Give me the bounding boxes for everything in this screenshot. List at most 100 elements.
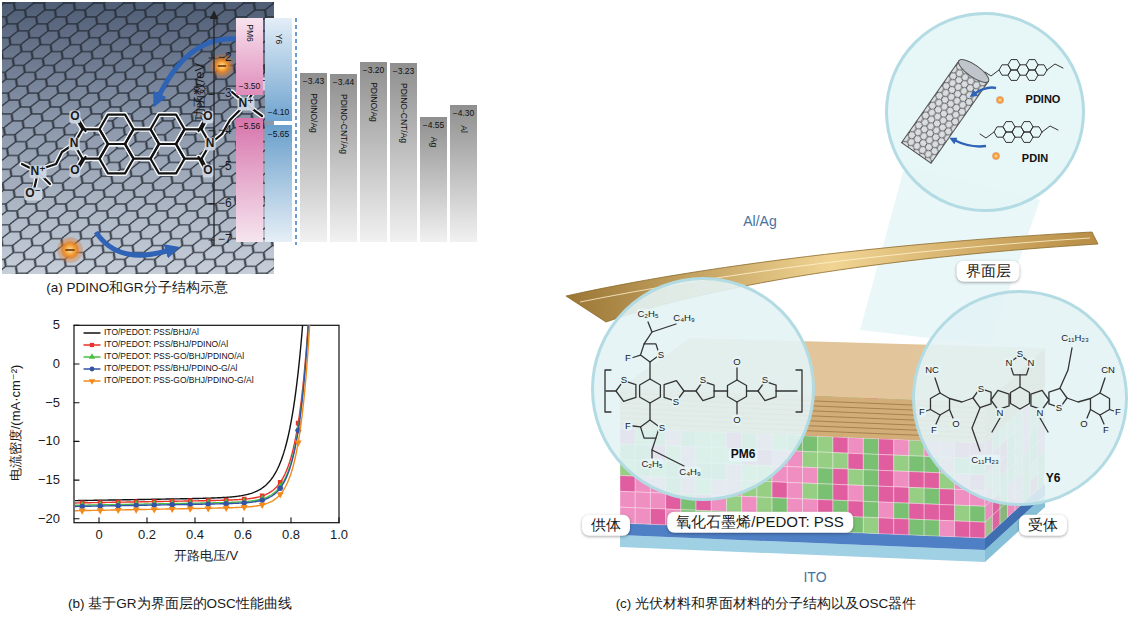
- data-marker: [205, 506, 212, 512]
- data-marker: [277, 492, 284, 498]
- transfer-arrow: [96, 232, 170, 255]
- bond-line: [992, 418, 1000, 432]
- bond-line: [1100, 378, 1105, 393]
- domain-cube: [909, 440, 924, 456]
- carbon-nanotube: [902, 56, 992, 163]
- tick-label: 0.4: [186, 528, 204, 542]
- domain-cube: [993, 508, 1001, 531]
- atom-label: O⁻: [24, 187, 42, 200]
- tick-label: −2: [218, 51, 232, 64]
- domain-cube: [620, 491, 635, 507]
- view-title: 界面层: [957, 261, 1020, 282]
- data-marker: [152, 502, 157, 507]
- atom-label: C₁₁H₂₃: [1060, 333, 1090, 343]
- bond-line: [776, 390, 797, 391]
- energy-value: −4.10: [268, 108, 290, 117]
- caption: (b) 基于GR为界面层的OSC性能曲线: [68, 597, 292, 612]
- domain-cube: [894, 439, 909, 455]
- transfer-arrow: [974, 88, 996, 94]
- domain-cube: [970, 522, 985, 538]
- bond-line: [714, 390, 728, 391]
- data-marker: [133, 508, 140, 514]
- tick-label: −5: [45, 396, 60, 410]
- domain-cube: [635, 508, 650, 524]
- atom-label: F: [1102, 425, 1110, 435]
- domain-cube: [879, 454, 894, 470]
- atom-label: O: [202, 164, 213, 177]
- electron-symbol: [61, 241, 79, 259]
- tick-mark: [338, 518, 339, 523]
- energy-level-bar: PDINO-CNT/Ag−3.23: [390, 63, 417, 242]
- data-marker: [80, 504, 85, 509]
- atom-label: S: [672, 397, 680, 407]
- data-marker: [151, 507, 158, 513]
- energy-level-bar: PM6−3.50−5.56: [236, 18, 263, 242]
- domain-cube: [818, 452, 833, 468]
- domain-cube: [894, 455, 909, 471]
- graphene-lattice: [2, 2, 274, 274]
- jv-curves: [75, 325, 310, 514]
- domain-cube: [909, 456, 924, 472]
- material-name: PM6: [245, 24, 254, 41]
- jv-curve: [75, 325, 310, 510]
- data-marker: [224, 501, 229, 506]
- tick-label: −15: [38, 473, 60, 487]
- tick-mark: [209, 130, 214, 131]
- axis-title: 电流密度/(mA·cm⁻²): [9, 365, 23, 482]
- electron-symbol: [996, 96, 1004, 104]
- tick-label: −5: [218, 161, 232, 174]
- atom-label: O: [732, 357, 741, 367]
- atom-label: N: [1036, 408, 1045, 418]
- panel-a-art: [0, 0, 715, 330]
- energy-value: −3.43: [303, 77, 325, 86]
- molecule-name: PM6: [729, 448, 758, 461]
- ring: [1090, 393, 1109, 415]
- atom-label: O: [69, 110, 80, 123]
- domain-cube: [833, 453, 848, 469]
- domain-cube: [726, 496, 741, 512]
- atom-label: F: [930, 425, 938, 435]
- tick-label: 5: [53, 318, 60, 332]
- data-marker: [188, 502, 193, 507]
- bond-line: [649, 362, 650, 379]
- bond-line: [950, 410, 954, 419]
- atom-label: S: [1055, 403, 1063, 413]
- ring: [991, 390, 1009, 409]
- bond-line: [935, 378, 940, 393]
- minus-sign: [66, 249, 74, 251]
- layer-label: 氧化石墨烯/PEDOT: PSS: [667, 512, 853, 533]
- pm6-structure: [605, 322, 802, 466]
- tick-label: −7: [218, 233, 232, 246]
- bond-line: [980, 132, 994, 138]
- energy-value: −3.20: [363, 66, 385, 75]
- material-name: PDINO-CNT/Ag: [339, 94, 348, 154]
- bond-line: [652, 438, 656, 458]
- atom-label: N: [205, 137, 216, 150]
- bond-line: [985, 70, 999, 76]
- data-marker: [116, 503, 121, 508]
- data-marker: [115, 508, 122, 514]
- jv-curve: [75, 325, 304, 500]
- data-marker: [79, 509, 86, 515]
- domain-cube: [970, 506, 985, 522]
- tick-mark: [242, 518, 243, 523]
- graphene-panel: [2, 2, 274, 274]
- atom-label: N: [996, 408, 1005, 418]
- domain-cube: [787, 467, 802, 483]
- domain-cube: [909, 472, 924, 488]
- data-marker: [278, 486, 283, 491]
- domain-cube: [894, 518, 909, 534]
- atom-label: C₁₁H₂₃: [970, 455, 1000, 465]
- domain-cube: [863, 486, 878, 502]
- tick-label: 0.6: [234, 528, 252, 542]
- atom-label: C₂H₅: [640, 459, 663, 469]
- ring: [1010, 387, 1029, 409]
- electron-symbol: [992, 152, 1000, 160]
- energy-level-bar: PDINO/Ag−3.20: [360, 62, 387, 242]
- data-marker: [169, 507, 176, 513]
- data-marker: [223, 506, 230, 512]
- bond-line: [1060, 348, 1072, 388]
- domain-cube: [985, 515, 993, 538]
- data-marker: [90, 343, 94, 347]
